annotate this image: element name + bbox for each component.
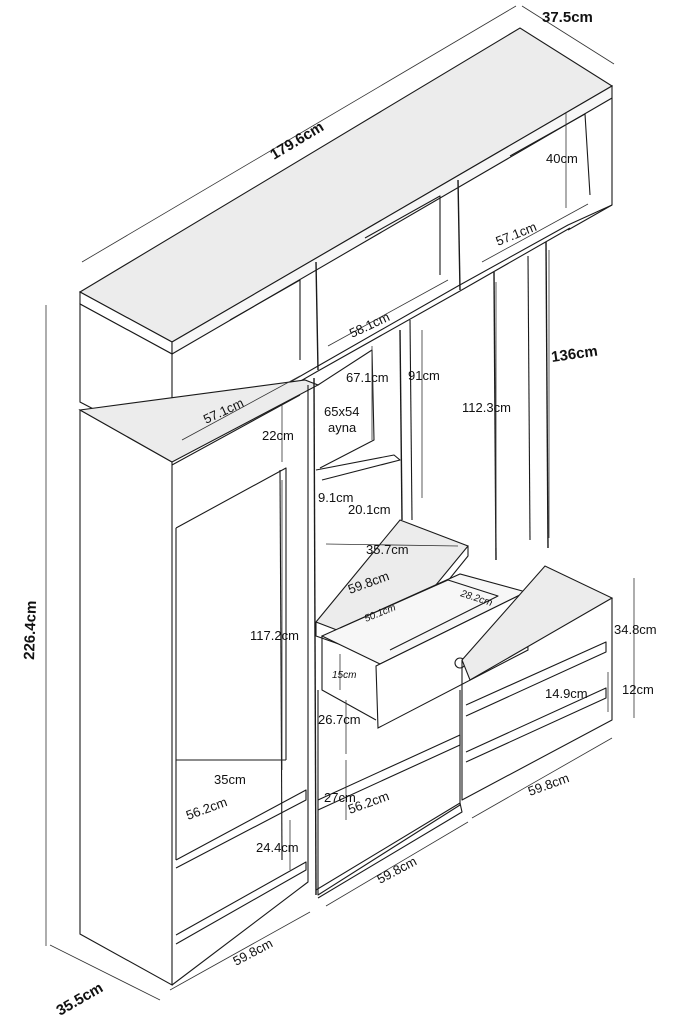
- wardrobe-inner-top: [171, 394, 301, 466]
- mid-lower-box: [317, 690, 461, 896]
- mid-small-shelf: [315, 454, 401, 481]
- label-mid-base-width: 59.8cm: [374, 853, 419, 886]
- upper-divider-1: [315, 261, 319, 371]
- label-right-low-height: 34.8cm: [614, 622, 657, 637]
- label-base-depth: 35.5cm: [54, 979, 107, 1019]
- left-wardrobe: [78, 379, 320, 986]
- label-mirror-word: ayna: [328, 420, 357, 435]
- label-middle-shelf-width: 58.1cm: [347, 309, 392, 341]
- label-right-low-inner: 14.9cm: [545, 686, 588, 701]
- label-small-gap: 9.1cm: [318, 490, 353, 505]
- label-right-low-bottom: 12cm: [622, 682, 654, 697]
- wardrobe-shelf-1: [175, 789, 307, 869]
- label-mid-lower-gap: 26.7cm: [318, 712, 361, 727]
- mid-base: [315, 802, 463, 899]
- label-rail-91: 91cm: [408, 368, 440, 383]
- label-right-column-height: 112.3cm: [462, 400, 511, 415]
- upper-top-panel: [78, 27, 614, 343]
- drawer-left-side: [321, 636, 377, 721]
- mid-right-post: [399, 329, 403, 521]
- label-wardrobe-drawer-height: 24.4cm: [256, 840, 299, 855]
- label-mirror-height: 67.1cm: [346, 370, 389, 385]
- upper-inner-back-1: [229, 279, 301, 360]
- middle-section: [313, 329, 469, 899]
- right-rail-2: [527, 255, 531, 541]
- right-low-shelf-2: [465, 687, 607, 763]
- label-small-shelf: 20.1cm: [348, 502, 391, 517]
- drawer-front: [375, 591, 529, 729]
- label-wardrobe-height: 117.2cm: [250, 628, 299, 643]
- mirror-frame: [317, 349, 375, 469]
- upper-shelf-unit: [78, 27, 614, 456]
- right-tall-post-2: [545, 241, 549, 549]
- label-right-shelf-height: 40cm: [546, 151, 578, 166]
- label-mirror-size: 65x54: [324, 404, 359, 419]
- label-drawer-height: 15cm: [332, 670, 356, 681]
- upper-inner-back-3: [509, 113, 591, 196]
- mid-left-post: [313, 377, 317, 896]
- upper-divider-2: [457, 179, 461, 291]
- label-right-shelf-width: 57.1cm: [494, 219, 539, 249]
- label-total-height: 226.4cm: [21, 600, 40, 660]
- label-counter-depth: 35.7cm: [366, 542, 409, 557]
- upper-inner-back-2: [364, 195, 441, 275]
- dimension-lines: [45, 5, 635, 1001]
- wardrobe-inner-back: [175, 467, 287, 760]
- wardrobe-front-right: [171, 385, 309, 986]
- right-low-front: [461, 598, 613, 801]
- right-section: [409, 241, 614, 801]
- label-right-total-height: 136cm: [550, 343, 599, 366]
- wardrobe-rail-line: [279, 469, 283, 861]
- label-top-depth: 37.5cm: [542, 9, 593, 26]
- label-left-base-width: 59.8cm: [230, 935, 275, 968]
- label-wardrobe-shelf-depth: 35cm: [214, 772, 246, 787]
- label-left-shelf-height: 22cm: [262, 428, 294, 443]
- right-rail-1: [409, 319, 413, 521]
- right-low-shelf-1: [465, 641, 607, 717]
- wardrobe-shelf-2: [175, 861, 307, 945]
- wardrobe-left-side: [79, 409, 173, 986]
- drawer-inner: [339, 579, 499, 651]
- mid-lower-shelf: [317, 734, 461, 811]
- label-wardrobe-shelf-width: 56.2cm: [184, 794, 229, 823]
- label-mid-lower-height: 27cm: [324, 790, 356, 805]
